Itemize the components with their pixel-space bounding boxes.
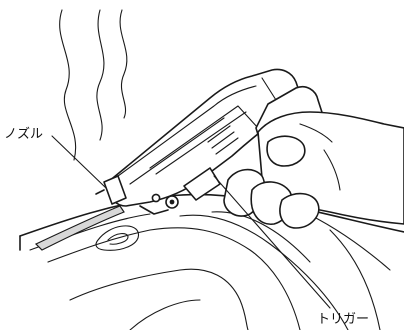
steam-lines xyxy=(60,10,127,160)
hand-finger xyxy=(280,194,319,228)
glue-bead xyxy=(36,206,124,250)
nozzle-label: ノズル xyxy=(4,128,43,141)
nozzle-leader-line xyxy=(52,136,106,188)
hand-thumb xyxy=(267,136,305,166)
trigger-label: トリガー xyxy=(317,313,369,326)
